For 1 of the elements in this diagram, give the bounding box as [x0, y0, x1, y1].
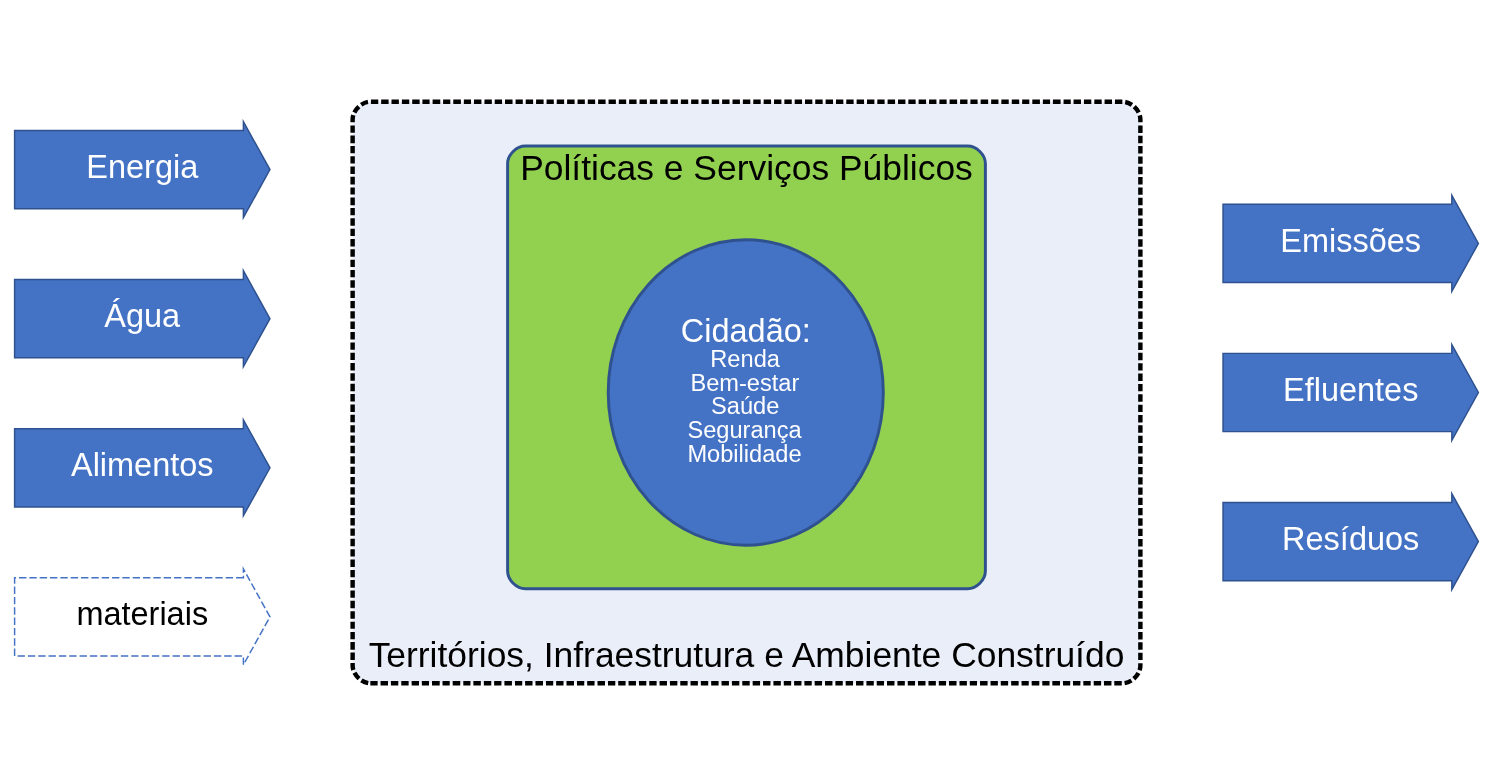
- node-circle: Cidadão: Renda Bem-estar Saúde Segurança Mobilidade: [606, 237, 885, 547]
